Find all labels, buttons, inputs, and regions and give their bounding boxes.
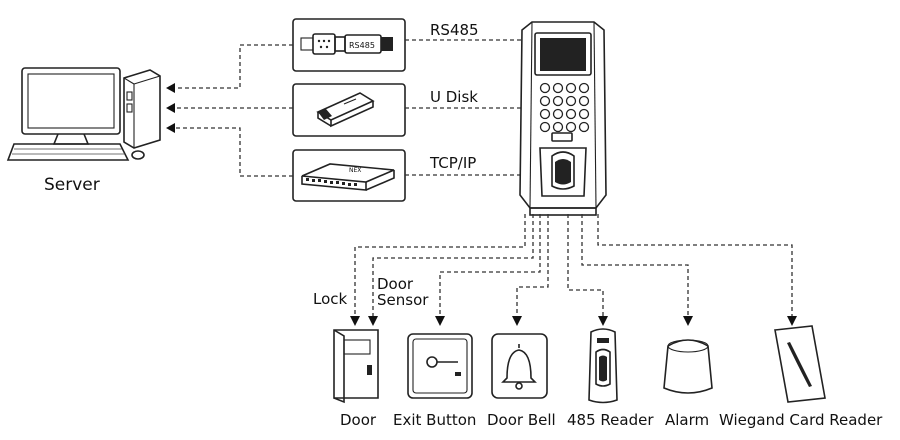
rs485-label: RS485: [430, 21, 479, 39]
rs485-adapter-box: RS485: [292, 18, 406, 72]
server-arrows: [166, 83, 175, 133]
connection-lines-bottom: [354, 214, 793, 318]
door-sensor-label-line1: Door: [377, 275, 414, 293]
reader-485-label: 485 Reader: [567, 411, 654, 429]
server-label: Server: [44, 175, 100, 195]
door-label: Door: [340, 411, 377, 429]
tcpip-label: TCP/IP: [429, 154, 476, 172]
lock-label: Lock: [313, 290, 348, 308]
alarm-siren-illustration: [663, 339, 713, 394]
server-computer: [6, 67, 161, 161]
exit-button-illustration: [407, 333, 473, 399]
wiegand-card-reader-illustration: [774, 325, 826, 403]
network-switch-box: NEX: [292, 149, 406, 202]
connection-lines-left: [174, 39, 522, 177]
door-bell-label: Door Bell: [487, 411, 556, 429]
keypad: [539, 82, 590, 133]
udisk-label: U Disk: [430, 88, 478, 106]
switch-label: NEX: [349, 167, 361, 174]
alarm-label: Alarm: [665, 411, 709, 429]
access-control-terminal: [519, 21, 607, 216]
udisk-box: [292, 83, 406, 137]
door-bell-illustration: [491, 333, 548, 399]
device-arrows: [350, 316, 797, 326]
adapter-label: RS485: [349, 41, 375, 50]
door-illustration: [333, 329, 379, 404]
exit-button-label: Exit Button: [393, 411, 476, 429]
fingerprint-reader-illustration: [588, 328, 618, 404]
wiegand-card-reader-label: Wiegand Card Reader: [719, 411, 883, 429]
door-sensor-label-line2: Sensor: [377, 291, 429, 309]
